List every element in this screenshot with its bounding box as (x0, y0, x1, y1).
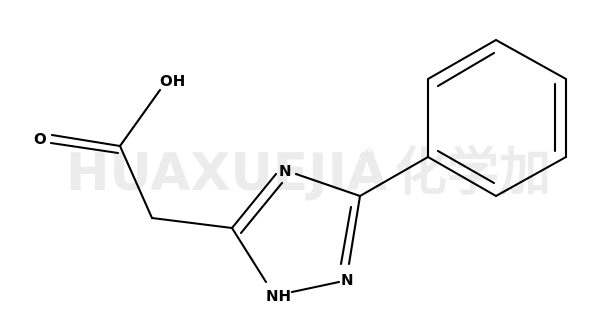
bond-n-right-nh (290, 280, 341, 294)
bond-nh-c3 (230, 226, 268, 284)
bond-n-top-c5 (294, 172, 362, 198)
atom-label-n-right: N (341, 271, 354, 289)
bond-ph-inner-3 (436, 149, 496, 185)
bond-ph-2 (426, 38, 498, 81)
bond-c5-n-right-2 (339, 205, 353, 266)
watermark-chinese: 化学加 (395, 143, 551, 203)
bond-c3-n-top-1 (230, 172, 278, 230)
bond-c-o-double-1 (50, 133, 122, 148)
bonds (49, 38, 568, 294)
bond-ph-inner-1 (436, 51, 496, 88)
atom-labels: OH O N N NH (34, 72, 354, 305)
bond-c-oh (118, 88, 162, 148)
watermark-registered-mark: ® (362, 146, 376, 162)
bond-c5-n-right-1 (347, 194, 362, 266)
bond-c3-n-top-2 (239, 181, 284, 235)
bond-c-ch2 (118, 144, 154, 220)
bond-ph-3 (494, 38, 568, 81)
watermark: HUAXUEJIA ® 化学加 (66, 143, 551, 203)
bond-ph-5 (494, 155, 568, 198)
atom-label-nh: NH (266, 287, 291, 305)
atom-label-n-top: N (279, 162, 292, 180)
bond-ph-6 (426, 155, 498, 198)
bond-c5-phenyl (358, 155, 430, 198)
watermark-text: HUAXUEJIA (66, 143, 387, 203)
bond-ch2-ring (150, 216, 234, 230)
atom-label-oh: OH (160, 72, 185, 90)
atom-label-o: O (34, 130, 47, 148)
bond-c-o-double-2 (49, 141, 120, 155)
